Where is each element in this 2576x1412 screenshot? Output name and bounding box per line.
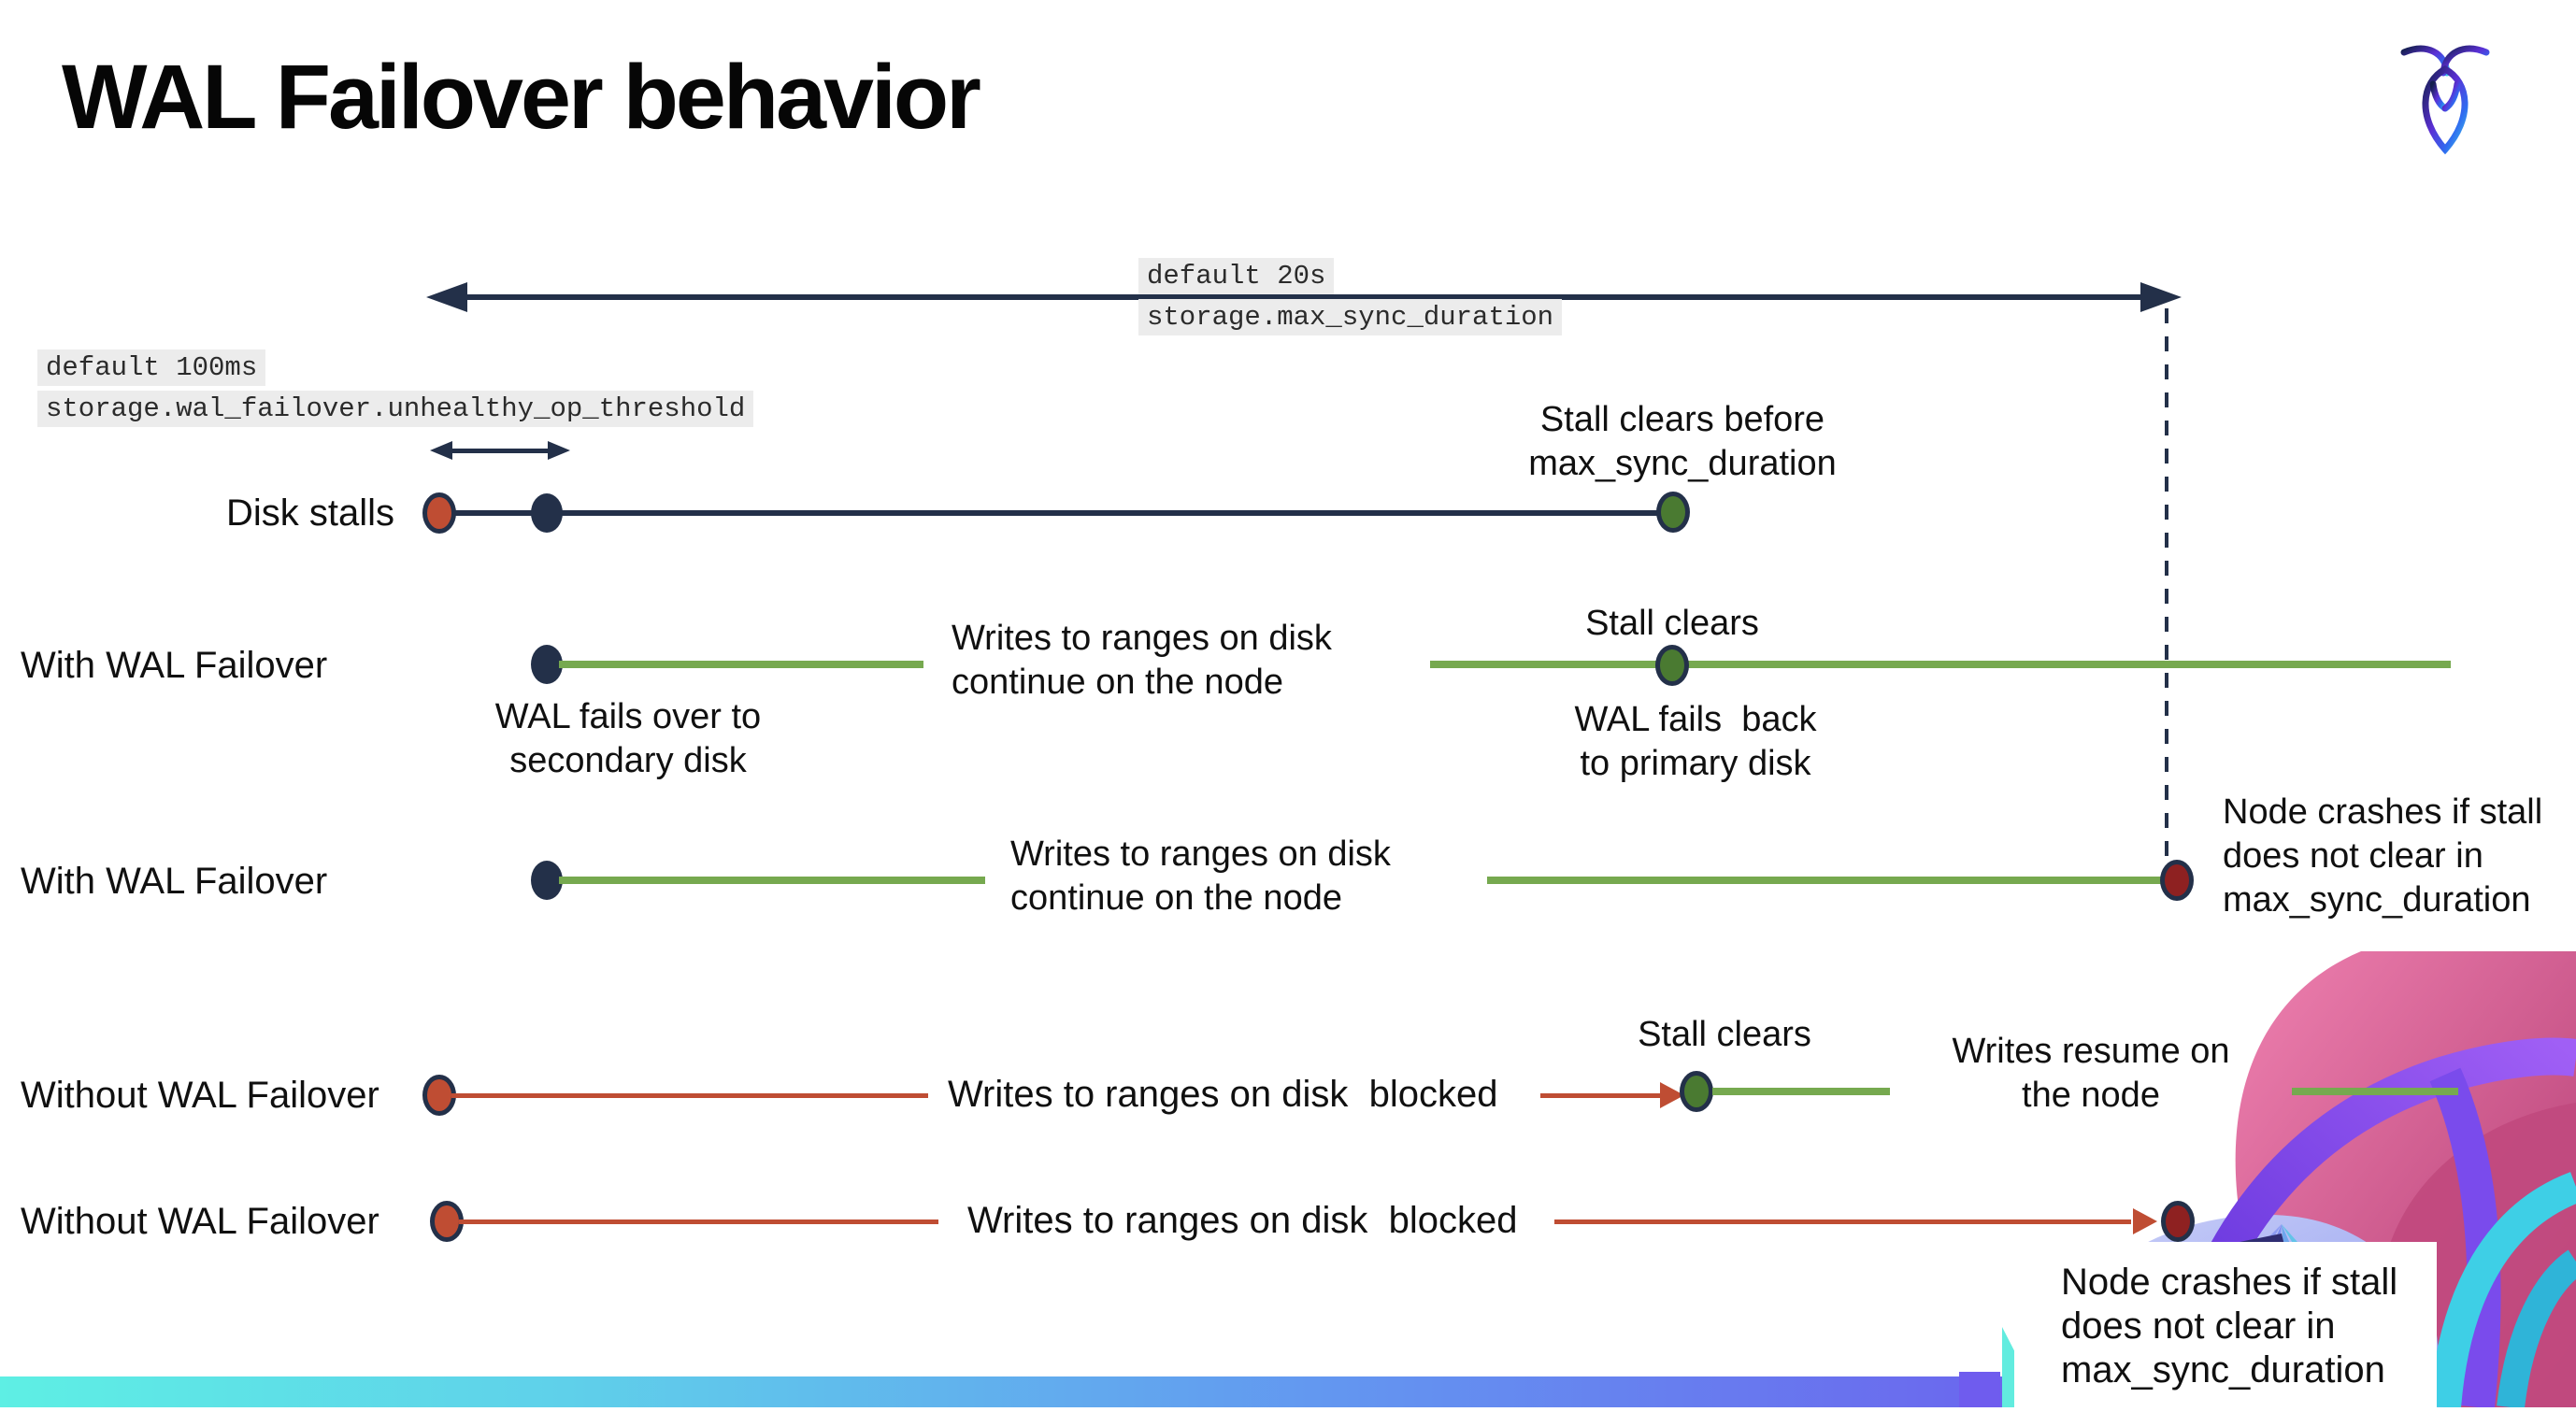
max-sync-setting-label: storage.max_sync_duration bbox=[1138, 299, 1563, 335]
page-title: WAL Failover behavior bbox=[62, 46, 981, 148]
arrow-right-icon bbox=[2133, 1208, 2157, 1234]
arrow-right-icon bbox=[548, 441, 570, 460]
wal-fails-over-label: WAL fails over to secondary disk bbox=[484, 695, 772, 783]
node-crash-dot bbox=[2161, 1201, 2195, 1242]
writes-blocked-line bbox=[451, 1093, 928, 1098]
row-label-with-wal-failover-2: With WAL Failover bbox=[21, 861, 328, 902]
stall-clears-label: Stall clears bbox=[1638, 1015, 1811, 1054]
writes-blocked-line bbox=[1540, 1093, 1664, 1098]
arrow-right-icon bbox=[2140, 282, 2182, 312]
stall-clears-before-line1: Stall clears before bbox=[1539, 400, 1825, 439]
node-crashes-line3: max_sync_duration bbox=[2061, 1349, 2385, 1391]
node-crashes-line1: Node crashes if stall bbox=[2061, 1262, 2398, 1303]
unhealthy-op-arrow-shaft bbox=[447, 449, 553, 453]
max-sync-default-label: default 20s bbox=[1138, 258, 1335, 294]
wal-fails-back-label: WAL fails back to primary disk bbox=[1555, 698, 1836, 786]
arrow-left-icon bbox=[426, 282, 467, 312]
stall-clear-dot bbox=[1680, 1071, 1713, 1112]
writes-continue-label: Writes to ranges on disk continue on the … bbox=[952, 617, 1332, 705]
wal-fails-over-line2: secondary disk bbox=[509, 741, 747, 780]
node-crashes-line1: Node crashes if stall bbox=[2223, 792, 2543, 832]
writes-blocked-line bbox=[1554, 1219, 2131, 1224]
stall-clears-before-line2: max_sync_duration bbox=[1528, 444, 1837, 483]
wal-fails-back-line1: WAL fails back bbox=[1574, 700, 1817, 739]
writes-blocked-label: Writes to ranges on disk blocked bbox=[967, 1200, 1518, 1241]
writes-continue-line bbox=[559, 877, 985, 884]
wal-fails-over-line1: WAL fails over to bbox=[494, 697, 762, 736]
writes-continue-line1: Writes to ranges on disk bbox=[952, 619, 1332, 658]
stall-start-dot bbox=[422, 492, 456, 534]
writes-blocked-label: Writes to ranges on disk blocked bbox=[948, 1074, 1498, 1115]
row-label-with-wal-failover-1: With WAL Failover bbox=[21, 645, 328, 686]
unhealthy-op-default-label: default 100ms bbox=[37, 349, 266, 386]
writes-resume-line bbox=[2292, 1088, 2458, 1095]
writes-resume-label: Writes resume on the node bbox=[1947, 1030, 2235, 1118]
writes-continue-line bbox=[559, 661, 923, 668]
node-crashes-line2: does not clear in bbox=[2223, 836, 2483, 876]
row-label-without-wal-failover-2: Without WAL Failover bbox=[21, 1201, 379, 1242]
node-crashes-line3: max_sync_duration bbox=[2223, 880, 2531, 920]
stall-clears-label: Stall clears bbox=[1585, 604, 1759, 643]
disk-stall-timeline bbox=[439, 510, 1673, 516]
wal-fails-back-line2: to primary disk bbox=[1580, 744, 1811, 783]
writes-blocked-line bbox=[459, 1219, 938, 1224]
writes-continue-line1: Writes to ranges on disk bbox=[1010, 834, 1391, 874]
unhealthy-op-setting-label: storage.wal_failover.unhealthy_op_thresh… bbox=[37, 391, 754, 427]
row-label-without-wal-failover-1: Without WAL Failover bbox=[21, 1075, 379, 1116]
stall-clear-dot bbox=[1656, 492, 1690, 533]
writes-resume-line bbox=[1712, 1088, 1890, 1095]
max-sync-duration-arrow-shaft bbox=[439, 294, 2170, 300]
arrow-left-icon bbox=[430, 441, 452, 460]
row-label-disk-stalls: Disk stalls bbox=[225, 492, 394, 534]
max-sync-deadline-dashed-line bbox=[2165, 308, 2168, 862]
writes-resume-line1: Writes resume on bbox=[1952, 1032, 2230, 1071]
writes-continue-line2: continue on the node bbox=[952, 663, 1283, 702]
failover-dot bbox=[531, 861, 563, 900]
cockroachdb-logo-icon bbox=[2398, 39, 2492, 163]
threshold-dot bbox=[531, 493, 563, 533]
node-crash-dot bbox=[2160, 860, 2194, 901]
writes-continue-line2: continue on the node bbox=[1010, 878, 1342, 918]
writes-continue-line bbox=[1487, 877, 2162, 884]
writes-continue-line bbox=[1430, 661, 2451, 668]
failover-dot bbox=[531, 645, 563, 684]
stall-clears-before-label: Stall clears before max_sync_duration bbox=[1467, 398, 1897, 486]
node-crashes-line2: does not clear in bbox=[2061, 1305, 2336, 1347]
writes-resume-line2: the node bbox=[2022, 1076, 2160, 1115]
stall-clear-dot bbox=[1655, 645, 1689, 686]
